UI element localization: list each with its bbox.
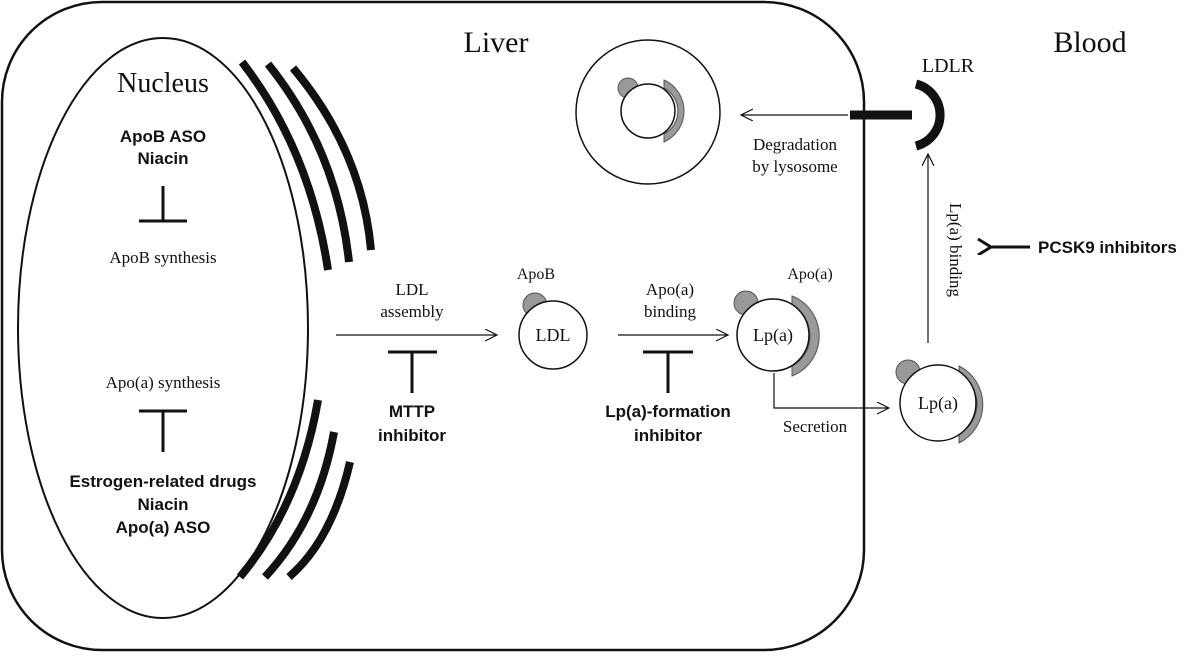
lpa-binding-label: Lp(a) binding	[946, 203, 965, 297]
degradation-label-1: Degradation	[753, 135, 838, 154]
apoa-synthesis-label: Apo(a) synthesis	[106, 373, 221, 392]
niacin-top-label: Niacin	[137, 149, 188, 168]
apoa-label: Apo(a)	[787, 266, 832, 283]
ldl-assembly-label-1: LDL	[395, 280, 428, 299]
niacin-bottom-label: Niacin	[137, 495, 188, 514]
liver-cell-boundary	[0, 0, 866, 652]
lysosome-lpa-particle	[620, 83, 676, 139]
ldlr-label: LDLR	[922, 55, 975, 77]
lysosome-apoa-cap	[663, 79, 685, 143]
inhibit-symbol-lpa-formation	[643, 350, 693, 393]
lpa-particle-blood	[899, 364, 977, 442]
endoplasmic-reticulum-lower	[236, 399, 354, 581]
inhibit-symbol-mttp	[388, 350, 437, 393]
apob-label: ApoB	[517, 266, 555, 283]
inhibit-symbol-apoa	[139, 409, 187, 452]
apoa-aso-label: Apo(a) ASO	[116, 518, 211, 537]
ldl-label: LDL	[536, 325, 571, 345]
blood-label: Blood	[1053, 26, 1126, 59]
apob-synthesis-label: ApoB synthesis	[109, 248, 216, 267]
lpa-particle-liver	[736, 298, 810, 372]
lpa-formation-label-1: Lp(a)-formation	[605, 402, 731, 421]
estrogen-drugs-label: Estrogen-related drugs	[69, 472, 256, 491]
nucleus-label: Nucleus	[117, 68, 209, 99]
nucleus-ellipse	[17, 37, 309, 619]
ldl-particle	[518, 300, 588, 370]
liver-label: Liver	[464, 26, 529, 59]
degradation-label-2: by lysosome	[752, 157, 837, 176]
apoa-binding-label-2: binding	[644, 302, 696, 321]
inhibit-symbol-apob	[139, 186, 187, 223]
pcsk9-label: PCSK9 inhibitors	[1038, 238, 1177, 257]
mttp-label-1: MTTP	[389, 402, 435, 421]
apob-aso-label: ApoB ASO	[120, 127, 206, 146]
secretion-label: Secretion	[783, 417, 848, 436]
ldl-assembly-label-2: assembly	[380, 302, 444, 321]
ldlr-receptor-icon	[914, 79, 945, 151]
apoa-binding-label-1: Apo(a)	[646, 280, 694, 299]
lpa-blood-label: Lp(a)	[918, 393, 958, 414]
endoplasmic-reticulum-upper	[238, 59, 375, 271]
lpa-liver-label: Lp(a)	[753, 325, 793, 346]
lpa-formation-label-2: inhibitor	[634, 426, 702, 445]
secretion-arrow	[773, 373, 888, 408]
mttp-label-2: inhibitor	[378, 426, 446, 445]
